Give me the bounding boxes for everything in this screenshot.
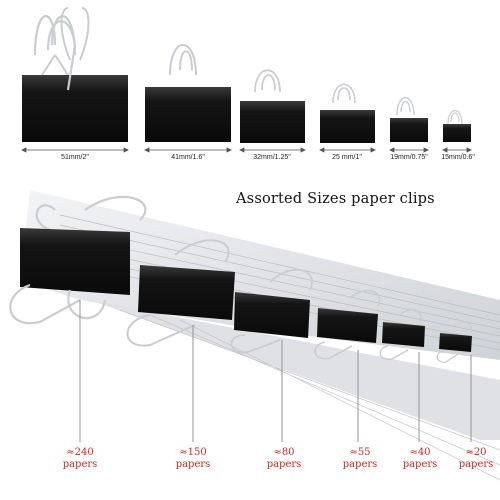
size-label-41mm: 41mm/1.6"	[171, 154, 205, 161]
stack-clip-19mm	[379, 308, 425, 361]
capacity-caption-51mm: ≈240 papers	[63, 447, 98, 471]
size-label-32mm: 32mm/1.25"	[253, 154, 291, 161]
paper-stack	[20, 190, 500, 481]
stack-clip-41mm	[126, 239, 235, 347]
capacity-unit: papers	[175, 459, 211, 470]
pointer-lines	[79, 300, 472, 442]
capacity-amount: ≈20	[465, 447, 487, 458]
capacity-unit: papers	[402, 459, 438, 470]
size-label-25mm: 25 mm/1"	[332, 154, 362, 161]
stack-clip-51mm	[9, 195, 147, 325]
headline-title: Assorted Sizes paper clips	[236, 191, 435, 207]
capacity-caption-41mm: ≈150 papers	[176, 447, 211, 471]
capacity-caption-19mm: ≈40 papers	[403, 447, 438, 471]
capacity-unit: papers	[342, 459, 378, 470]
size-label-19mm: 19mm/0.75"	[390, 154, 428, 161]
stack-clip-15mm	[436, 321, 473, 363]
capacity-amount: ≈40	[409, 447, 431, 458]
stack-clip-25mm	[314, 289, 381, 360]
stack-clip-32mm	[230, 268, 313, 354]
clip-25mm	[320, 83, 375, 143]
clip-41mm	[145, 44, 231, 142]
capacity-amount: ≈150	[179, 447, 207, 458]
size-label-51mm: 51mm/2"	[61, 154, 89, 161]
clip-15mm	[443, 109, 471, 142]
capacity-amount: ≈240	[66, 447, 94, 458]
capacity-caption-15mm: ≈20 papers	[459, 447, 494, 471]
clip-32mm	[240, 69, 305, 143]
capacity-unit: papers	[266, 459, 302, 470]
capacity-caption-25mm: ≈55 papers	[343, 447, 378, 471]
capacity-unit: papers	[62, 459, 98, 470]
capacity-caption-32mm: ≈80 papers	[267, 447, 302, 471]
dimension-lines	[21, 147, 472, 153]
clip-51mm	[22, 7, 128, 142]
capacity-amount: ≈55	[349, 447, 371, 458]
clip-19mm	[390, 97, 428, 142]
capacity-unit: papers	[458, 459, 494, 470]
size-label-15mm: 15mm/0.6"	[441, 154, 475, 161]
capacity-amount: ≈80	[273, 447, 295, 458]
